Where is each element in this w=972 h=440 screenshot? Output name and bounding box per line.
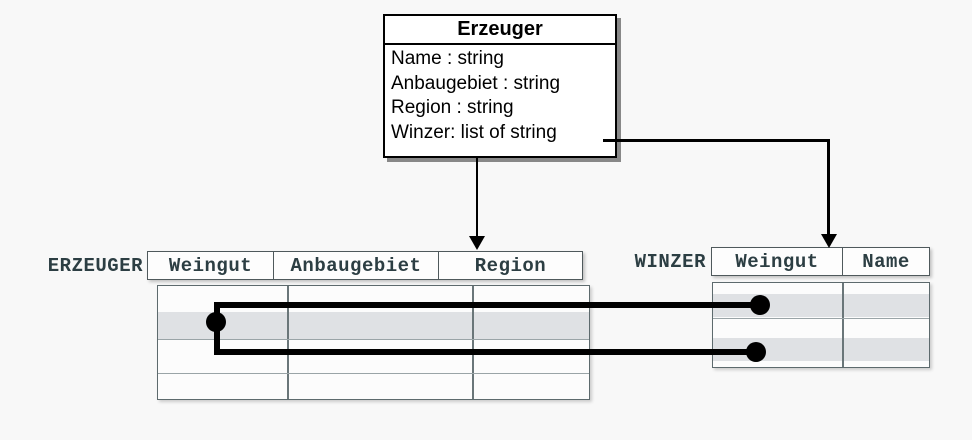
connector-dot-icon — [206, 312, 226, 332]
connector-line-top — [214, 302, 760, 308]
column-divider — [842, 283, 844, 367]
column-header-name: Name — [862, 250, 910, 273]
highlighted-row — [713, 338, 929, 361]
column-divider — [287, 286, 289, 399]
arrowhead-down-icon — [821, 234, 837, 248]
column-header-weingut: Weingut — [712, 248, 843, 275]
class-attribute-list: Name : string Anbaugebiet : string Regio… — [385, 45, 615, 147]
class-attribute-winzer: Winzer: list of string — [391, 121, 557, 143]
erzeuger-table-label: ERZEUGER — [47, 254, 143, 277]
connector-line-bottom — [214, 349, 756, 355]
winzer-table-body — [712, 282, 930, 368]
arrow-line-to-winzer-horizontal — [603, 139, 830, 142]
winzer-table-header: Weingut Name — [711, 247, 930, 276]
class-title: Erzeuger — [385, 16, 615, 45]
column-divider — [472, 286, 474, 399]
row-divider — [158, 339, 589, 340]
erzeuger-table-header: Weingut Anbaugebiet Region — [147, 251, 583, 280]
class-attribute-anbaugebiet: Anbaugebiet : string — [391, 72, 561, 94]
arrow-line-to-erzeuger — [476, 156, 478, 238]
connector-dot-icon — [746, 342, 766, 362]
arrowhead-down-icon — [469, 236, 485, 250]
highlighted-row — [158, 312, 589, 339]
uml-class-box-erzeuger: Erzeuger Name : string Anbaugebiet : str… — [383, 14, 617, 158]
class-attribute-name: Name : string — [391, 48, 504, 69]
class-attribute-region: Region : string — [391, 97, 514, 118]
connector-dot-icon — [750, 295, 770, 315]
column-header-weingut: Weingut — [148, 252, 274, 279]
row-divider — [158, 373, 589, 374]
arrow-line-to-winzer-vertical — [827, 139, 830, 235]
column-header-anbaugebiet: Anbaugebiet — [274, 252, 439, 279]
winzer-table-label: WINZER — [634, 250, 706, 273]
column-header-region: Region — [474, 254, 547, 277]
row-divider — [713, 318, 929, 319]
